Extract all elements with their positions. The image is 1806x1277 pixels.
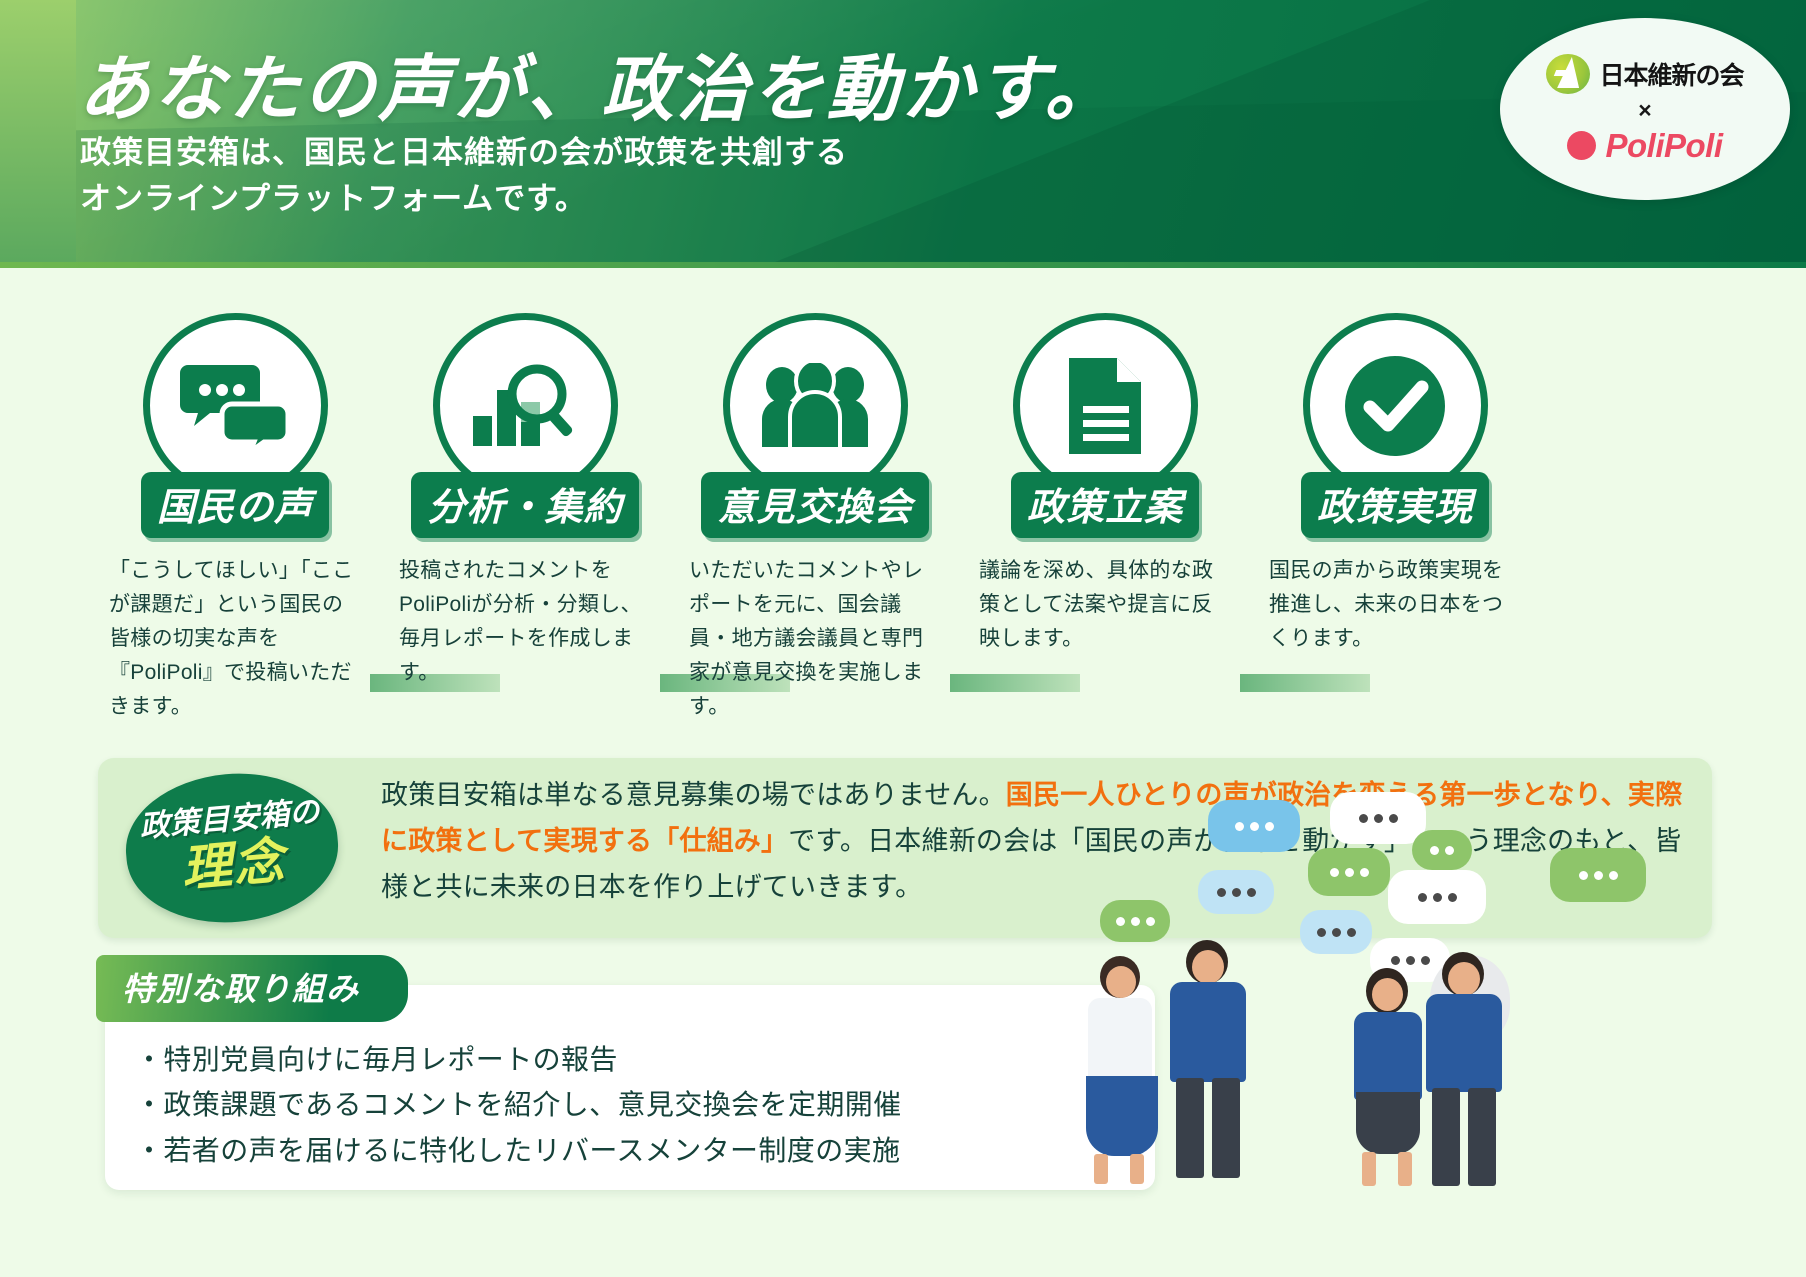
step-3-description: いただいたコメントやレポートを元に、国会議員・地方議会議員と専門家が意見交換を実… xyxy=(689,559,924,719)
step-connector-2-3 xyxy=(660,674,790,692)
philosophy-badge-top-label: 政策目安箱の xyxy=(138,795,321,844)
document-icon xyxy=(1069,357,1141,454)
speech-bubble-white-1 xyxy=(1330,792,1426,844)
page-subtitle: 政策目安箱は、国民と日本維新の会が政策を共創する オンラインプラットフォームです… xyxy=(80,130,848,222)
step-connector-4-5 xyxy=(1240,674,1370,692)
step-1-circle xyxy=(142,313,328,498)
cross-multiply-icon: × xyxy=(1638,96,1652,123)
people-group-icon xyxy=(762,362,868,449)
step-4-description: 議論を深め、具体的な政策として法案や提言に反映します。 xyxy=(979,559,1214,651)
speech-bubble-blue-1 xyxy=(1208,800,1300,852)
speech-bubble-teal-2 xyxy=(1300,910,1372,954)
speech-bubble-white-2 xyxy=(1388,870,1486,924)
step-5-seisaku-jitsugen: 政策実現 国民の声から政策実現を推進し、未来の日本をつくります。 xyxy=(1247,268,1543,656)
people-idea-illustration xyxy=(1086,770,1800,1270)
list-item: ・政策課題であるコメントを紹介し、意見交換会を定期開催 xyxy=(135,1089,902,1121)
chart-magnifier-icon xyxy=(473,364,573,446)
polipoli-logo-row: PoliPoli xyxy=(1567,126,1723,165)
step-4-seisaku-ritsuan: 政策立案 議論を深め、具体的な政策として法案や提言に反映します。 xyxy=(957,268,1253,656)
step-1-label: 国民の声 xyxy=(140,472,329,538)
step-1-description: 「こうしてほしい」「ここが課題だ」という国民の皆様の切実な声を『PoliPoli… xyxy=(109,559,354,719)
partner-name-label: PoliPoli xyxy=(1605,126,1723,164)
philosophy-badge: 政策目安箱の 理念 xyxy=(119,765,345,931)
step-2-description: 投稿されたコメントをPoliPoliが分析・分類し、毎月レポートを作成します。 xyxy=(399,559,642,685)
step-2-label: 分析・集約 xyxy=(411,472,639,538)
list-item: ・若者の声を届けるに特化したリバースメンター制度の実施 xyxy=(135,1134,901,1166)
speech-bubble-teal-1 xyxy=(1198,870,1274,914)
special-initiatives-panel: 特別な取り組み ・特別党員向けに毎月レポートの報告 ・政策課題であるコメントを紹… xyxy=(96,955,1155,1190)
step-1-kokumin-no-koe: 国民の声 「こうしてほしい」「ここが課題だ」という国民の皆様の切実な声を『Pol… xyxy=(87,268,383,724)
page-subtitle-line-2: オンラインプラットフォームです。 xyxy=(80,180,588,216)
speech-bubbles-icon xyxy=(180,364,290,452)
step-4-label: 政策立案 xyxy=(1010,472,1199,538)
step-2-bunseki-shuyaku: 分析・集約 投稿されたコメントをPoliPoliが分析・分類し、毎月レポートを作… xyxy=(377,268,673,690)
party-logo-row: 日本維新の会 xyxy=(1546,53,1745,94)
list-item: ・特別党員向けに毎月レポートの報告 xyxy=(135,1044,618,1075)
special-initiatives-list: ・特別党員向けに毎月レポートの報告 ・政策課題であるコメントを紹介し、意見交換会… xyxy=(135,1037,1135,1173)
step-3-ikenkoukankai: 意見交換会 いただいたコメントやレポートを元に、国会議員・地方議会議員と専門家が… xyxy=(667,268,963,724)
step-2-circle xyxy=(432,313,618,498)
step-3-label: 意見交換会 xyxy=(701,472,929,538)
header-left-accent-strip xyxy=(0,0,76,268)
speech-bubble-green-4 xyxy=(1550,848,1646,902)
special-initiatives-title: 特別な取り組み xyxy=(96,955,409,1022)
step-3-circle xyxy=(722,313,908,498)
step-connector-3-4 xyxy=(950,674,1080,692)
step-5-description: 国民の声から政策実現を推進し、未来の日本をつくります。 xyxy=(1269,559,1504,651)
header-bottom-edge xyxy=(0,262,1806,268)
partnership-logo-badge: 日本維新の会 × PoliPoli xyxy=(1500,18,1790,200)
step-5-label: 政策実現 xyxy=(1300,472,1489,538)
page-header: あなたの声が、政治を動かす。 政策目安箱は、国民と日本維新の会が政策を共創する … xyxy=(0,0,1806,268)
speech-bubble-green-2 xyxy=(1412,830,1472,870)
process-steps-section: 国民の声 「こうしてほしい」「ここが課題だ」という国民の皆様の切実な声を『Pol… xyxy=(0,268,1806,718)
page-subtitle-line-1: 政策目安箱は、国民と日本維新の会が政策を共創する xyxy=(80,135,848,170)
check-circle-icon xyxy=(1345,355,1445,456)
ishin-arrow-logo-icon xyxy=(1546,53,1591,94)
step-connector-1-2 xyxy=(370,674,500,692)
speech-bubble-green-3 xyxy=(1100,900,1170,942)
polipoli-dot-icon xyxy=(1567,131,1597,160)
page-title: あなたの声が、政治を動かす。 xyxy=(78,50,1120,130)
party-name-label: 日本維新の会 xyxy=(1599,60,1744,90)
philosophy-text-part-1: 政策目安箱は単なる意見募集の場ではありません。 xyxy=(381,780,1006,810)
step-5-circle xyxy=(1302,313,1488,498)
philosophy-badge-main-label: 理念 xyxy=(179,832,288,898)
step-4-circle xyxy=(1012,313,1198,498)
speech-bubble-green-1 xyxy=(1308,848,1390,896)
